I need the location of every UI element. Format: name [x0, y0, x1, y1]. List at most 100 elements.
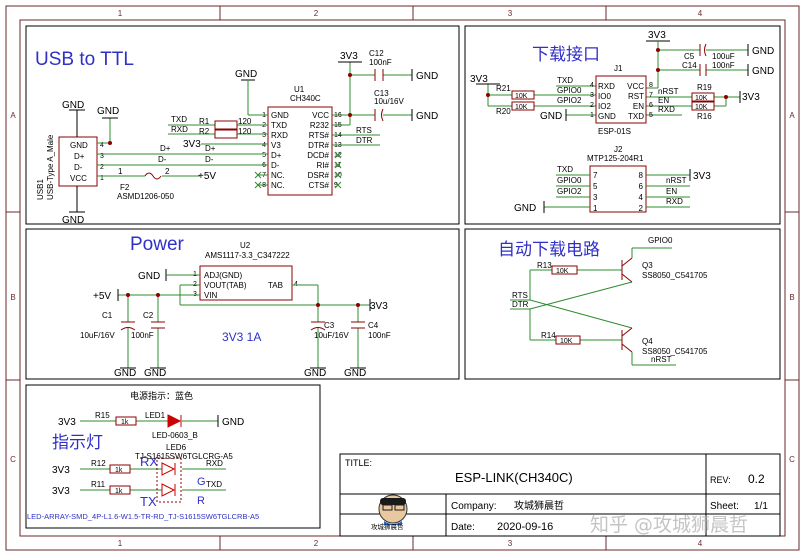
net-rxd: RXD: [206, 459, 223, 468]
ic-ams1117: [199, 265, 293, 301]
transistor-q3: [621, 257, 633, 283]
sheet-label: Sheet:: [710, 501, 739, 512]
net-rts: RTS: [356, 126, 372, 135]
r16-ref: R16: [697, 112, 712, 121]
ic-pin: ADJ(GND): [204, 271, 243, 280]
cap-ref: C1: [102, 311, 113, 320]
date-label: Date:: [451, 522, 475, 533]
rev-value: 0.2: [748, 472, 765, 486]
r20-ref: R20: [496, 107, 511, 116]
net-dtr: DTR: [356, 136, 373, 145]
resistor-r16: [691, 101, 715, 111]
usb-ref: USB1: [36, 179, 45, 200]
j1-pin-num: 5: [649, 112, 653, 119]
ic-pin: VCC: [312, 111, 329, 120]
gnd-label: GND: [138, 271, 160, 282]
net-nrst: nRST: [658, 87, 679, 96]
j1-pin-num: 7: [649, 92, 653, 99]
net-label: RXD: [666, 197, 683, 206]
j2-pin-num: 8: [639, 171, 644, 180]
net-label-dm: D-: [158, 155, 167, 164]
led-note: 电源指示：蓝色: [130, 390, 193, 402]
company-value: 攻城狮晨哲: [514, 499, 564, 512]
led-tx-icon: [161, 483, 176, 497]
net-3v3: 3V3: [52, 465, 70, 476]
usb-section: USB to TTL GND D+ D- VCC 4 3 2 1 USB1 US…: [35, 49, 438, 226]
net-3v3: 3V3: [648, 30, 666, 41]
ic-pin: TXD: [271, 121, 287, 130]
net-3v3: 3V3: [52, 486, 70, 497]
ic-ref: U1: [294, 85, 305, 94]
cap-value: 10uF/16V: [80, 331, 115, 340]
col-label: 4: [698, 9, 703, 18]
usb-pin-label: D-: [74, 163, 83, 172]
j2-pin-num: 5: [593, 182, 598, 191]
ic-pin: GND: [271, 111, 289, 120]
frame-labels: 1 2 3 4 1 2 3 4 A B C A B C: [10, 9, 795, 548]
net-gpio0: GPIO0: [648, 236, 673, 245]
r2-value: 120: [238, 127, 252, 136]
cap-value: 100nF: [368, 331, 391, 340]
col-label: 2: [314, 9, 319, 18]
net-3v3: 3V3: [340, 51, 358, 62]
title-label: TITLE:: [345, 458, 372, 468]
fuse-ref: F2: [120, 183, 130, 192]
cap-ref: C12: [369, 49, 384, 58]
usb-pin-label: D+: [74, 152, 85, 161]
fuse-symbol: [144, 172, 162, 180]
cap-ref: C5: [684, 52, 695, 61]
r11-ref: R11: [91, 480, 106, 489]
row-label: A: [10, 111, 16, 120]
r1-value: 120: [238, 117, 252, 126]
date-value: 2020-09-16: [497, 521, 553, 533]
resistor-r20: [511, 101, 535, 111]
resistor-r15: [115, 416, 137, 426]
resistor-r14: [555, 335, 581, 345]
usb-pin-num: 4: [100, 142, 104, 149]
cap-ref: C13: [374, 89, 389, 98]
r16-value: 10K: [695, 104, 708, 111]
col-label: 3: [508, 539, 513, 548]
usb-value: USB-Type A_Male: [46, 134, 55, 200]
r11-value: 1k: [115, 488, 123, 495]
ic-value: AMS1117-3.3_C347222: [205, 251, 290, 260]
net-3v3: 3V3: [370, 301, 388, 312]
g-label: G: [197, 476, 206, 488]
j1-pin: RST: [628, 92, 644, 101]
gnd-label: GND: [514, 203, 536, 214]
section-title-led: 指示灯: [52, 433, 103, 453]
usb-connector: [58, 136, 98, 187]
resistor-r19: [691, 92, 715, 102]
net-label: GPIO0: [557, 176, 582, 185]
net-gpio0: GPIO0: [557, 86, 582, 95]
r2-ref: R2: [199, 127, 210, 136]
j1-pin: IO0: [598, 92, 611, 101]
gnd-label: GND: [222, 417, 244, 428]
net-label: EN: [666, 187, 677, 196]
rev-label: REV:: [710, 475, 731, 485]
r21-ref: R21: [496, 84, 511, 93]
j1-ref: J1: [614, 64, 623, 73]
r21-value: 10K: [515, 93, 528, 100]
led1-ref: LED1: [145, 411, 166, 420]
j1-pin-num: 6: [649, 102, 653, 109]
ic-pin: D-: [271, 161, 280, 170]
net-dtr: DTR: [512, 300, 529, 309]
net-3v3: 3V3: [183, 139, 201, 150]
header-j2: [589, 165, 647, 213]
section-title-usb: USB to TTL: [35, 49, 134, 70]
cap-value: 100nF: [712, 61, 735, 70]
fuse-pin: 2: [165, 167, 170, 176]
net-txd: TXD: [206, 480, 222, 489]
ic-ref: U2: [240, 241, 251, 250]
ic-pin: VIN: [204, 291, 218, 300]
sheet-value: 1/1: [754, 501, 768, 512]
led-diode-icon: [167, 414, 182, 428]
gnd-label: GND: [144, 368, 166, 379]
section-title-prog: 下载接口: [532, 45, 600, 65]
usb-pin-num: 2: [100, 164, 104, 171]
net-label-dp: D+: [205, 144, 216, 153]
resistor-r12: [109, 464, 131, 474]
cap-value: 100nF: [131, 331, 154, 340]
